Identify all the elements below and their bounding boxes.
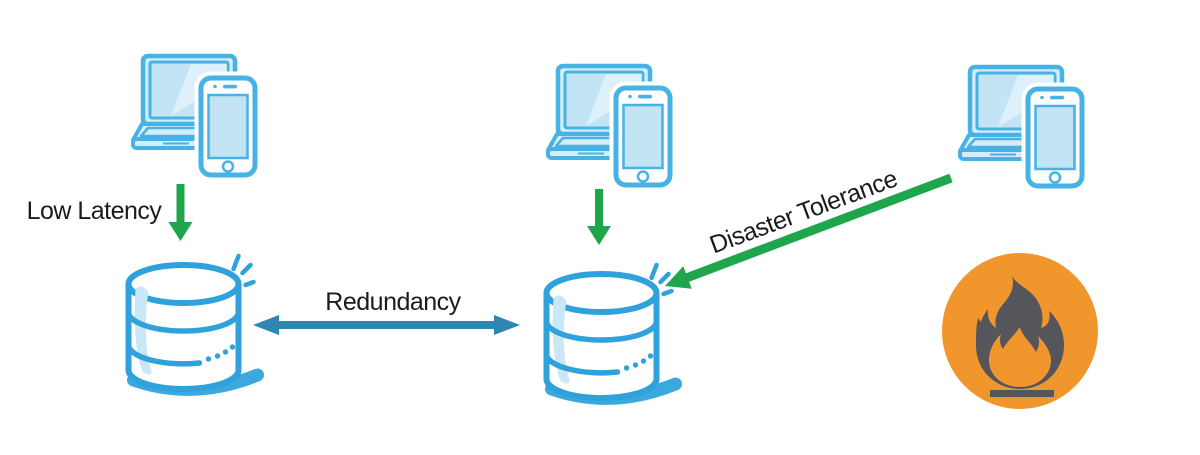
flame-base-bar (990, 390, 1054, 397)
redundancy-arrow (253, 315, 520, 335)
disaster-tolerance-arrow (665, 173, 953, 289)
database-center-icon (547, 265, 676, 398)
client-devices-right-icon (960, 67, 1082, 186)
database-left-icon (129, 256, 258, 389)
low-latency-arrow (168, 184, 193, 241)
client-devices-center-icon (548, 66, 670, 185)
redundancy-label: Redundancy (325, 288, 461, 316)
sync-arrow (587, 189, 611, 245)
low-latency-label: Low Latency (26, 197, 162, 225)
fire-icon (942, 253, 1098, 409)
client-devices-left-icon (133, 56, 255, 175)
